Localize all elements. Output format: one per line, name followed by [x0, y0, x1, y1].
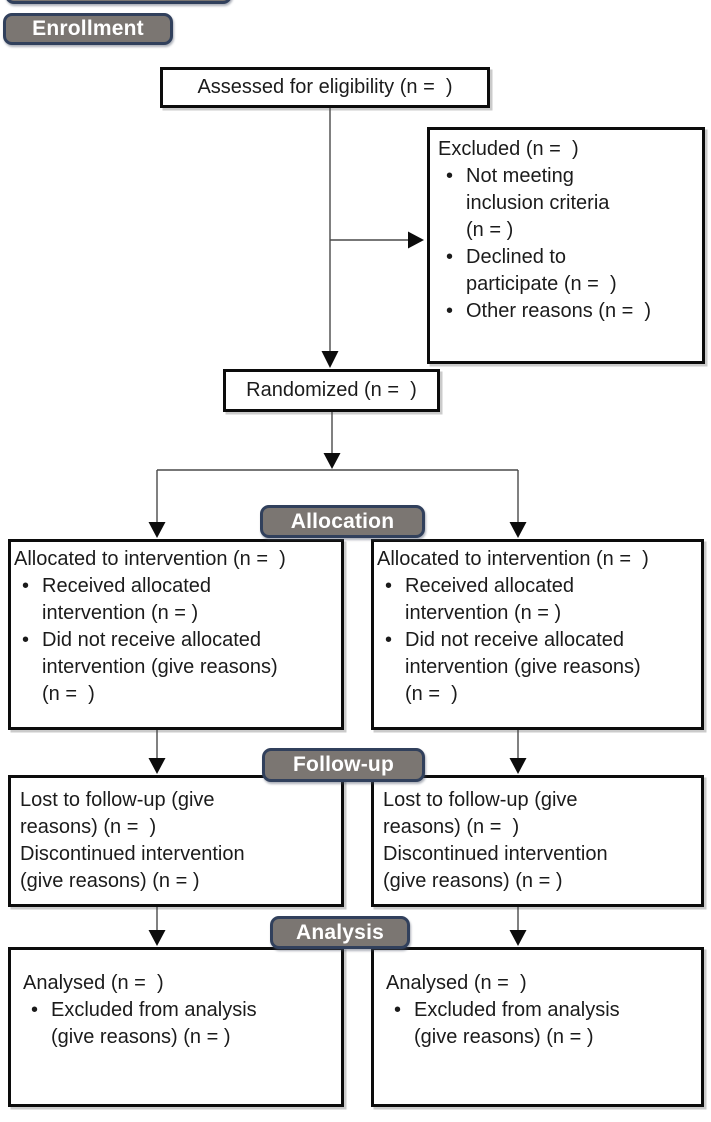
- followup-box-right-arm: Lost to follow-up (give reasons) (n = ) …: [371, 775, 704, 907]
- allocation-stage-label: Allocation: [260, 505, 425, 538]
- excluded-box-title: Excluded (n = ): [438, 138, 579, 160]
- followup-box-left-arm: Lost to follow-up (give reasons) (n = ) …: [8, 775, 344, 907]
- arrow-followup-to-analysis-left: [148, 907, 166, 946]
- bullet-text: Received allocated intervention (n = ): [405, 575, 574, 624]
- allocation-bullet-list: • Received allocated intervention (n = )…: [14, 573, 337, 708]
- excluded-box: Excluded (n = ) • Not meeting inclusion …: [427, 127, 705, 364]
- assessed-for-eligibility-box: Assessed for eligibility (n = ): [160, 67, 490, 108]
- cropped-label-top-edge: [5, 0, 232, 4]
- excluded-bullet-list: • Not meeting inclusion criteria (n = ) …: [438, 163, 694, 325]
- arrow-allocation-to-followup-left: [148, 730, 166, 774]
- list-item: • Excluded from analysis (give reasons) …: [394, 997, 695, 1051]
- list-item: • Excluded from analysis (give reasons) …: [31, 997, 335, 1051]
- bullet-icon: •: [385, 629, 393, 651]
- bullet-text: Not meeting inclusion criteria (n = ): [466, 165, 610, 241]
- arrow-followup-to-analysis-right: [509, 907, 527, 946]
- lost-to-followup-text: Lost to follow-up (give reasons) (n = ): [383, 789, 578, 838]
- arrow-branch-to-excluded: [330, 231, 424, 249]
- enrollment-stage-label: Enrollment: [3, 13, 173, 45]
- allocation-box-right-arm: Allocated to intervention (n = ) • Recei…: [371, 539, 704, 730]
- randomized-box-text: Randomized (n = ): [246, 379, 417, 401]
- allocation-bullet-list: • Received allocated intervention (n = )…: [377, 573, 697, 708]
- bullet-text: Received allocated intervention (n = ): [42, 575, 211, 624]
- bullet-icon: •: [446, 246, 454, 268]
- bullet-icon: •: [446, 165, 454, 187]
- analysis-stage-label: Analysis: [270, 916, 410, 949]
- bullet-text: Excluded from analysis (give reasons) (n…: [51, 999, 257, 1048]
- arrow-split-to-allocation-left: [148, 470, 166, 538]
- allocation-box-left-arm: Allocated to intervention (n = ) • Recei…: [8, 539, 344, 730]
- bullet-text: Excluded from analysis (give reasons) (n…: [414, 999, 620, 1048]
- analysis-bullet-list: • Excluded from analysis (give reasons) …: [23, 997, 335, 1051]
- list-item: • Received allocated intervention (n = ): [22, 573, 337, 627]
- followup-stage-label: Follow-up: [262, 748, 425, 782]
- list-item: • Declined to participate (n = ): [446, 244, 694, 298]
- analysis-bullet-list: • Excluded from analysis (give reasons) …: [386, 997, 695, 1051]
- analysis-box-right-arm: Analysed (n = ) • Excluded from analysis…: [371, 947, 704, 1107]
- assessed-box-text: Assessed for eligibility (n = ): [197, 76, 453, 98]
- allocation-box-title: Allocated to intervention (n = ): [14, 548, 286, 570]
- discontinued-text: Discontinued intervention (give reasons)…: [383, 843, 608, 892]
- arrow-allocation-to-followup-right: [509, 730, 527, 774]
- bullet-icon: •: [394, 999, 402, 1021]
- list-item: • Received allocated intervention (n = ): [385, 573, 697, 627]
- list-item: • Not meeting inclusion criteria (n = ): [446, 163, 694, 244]
- list-item: • Other reasons (n = ): [446, 298, 694, 325]
- analysis-box-left-arm: Analysed (n = ) • Excluded from analysis…: [8, 947, 344, 1107]
- bullet-text: Did not receive allocated intervention (…: [42, 629, 278, 705]
- bullet-icon: •: [446, 300, 454, 322]
- bullet-icon: •: [22, 575, 30, 597]
- bullet-icon: •: [31, 999, 39, 1021]
- analysed-box-title: Analysed (n = ): [386, 972, 527, 994]
- analysed-box-title: Analysed (n = ): [23, 972, 164, 994]
- list-item: • Did not receive allocated intervention…: [385, 627, 697, 708]
- randomized-box: Randomized (n = ): [223, 369, 440, 412]
- discontinued-text: Discontinued intervention (give reasons)…: [20, 843, 245, 892]
- arrow-split-to-allocation-right: [509, 470, 527, 538]
- arrow-assessed-to-randomized: [321, 108, 339, 368]
- bullet-icon: •: [22, 629, 30, 651]
- bullet-text: Did not receive allocated intervention (…: [405, 629, 641, 705]
- lost-to-followup-text: Lost to follow-up (give reasons) (n = ): [20, 789, 215, 838]
- bullet-text: Other reasons (n = ): [466, 300, 652, 322]
- arrow-randomized-to-split: [323, 412, 341, 469]
- list-item: • Did not receive allocated intervention…: [22, 627, 337, 708]
- bullet-icon: •: [385, 575, 393, 597]
- allocation-box-title: Allocated to intervention (n = ): [377, 548, 649, 570]
- bullet-text: Declined to participate (n = ): [466, 246, 617, 295]
